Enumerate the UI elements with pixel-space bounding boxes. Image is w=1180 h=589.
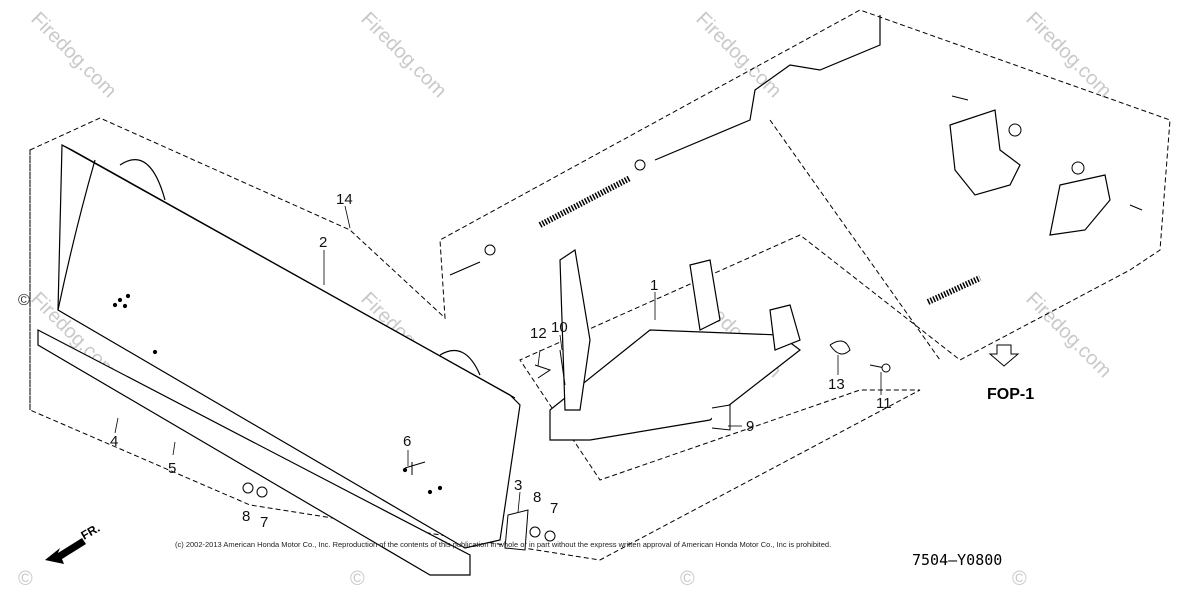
watermark-4: Firedog.com — [1021, 8, 1115, 102]
spring-right — [926, 275, 982, 305]
diagram-code: 7504—Y0800 — [912, 551, 1002, 569]
watermark-3: Firedog.com — [691, 8, 785, 102]
callout-10: 10 — [551, 319, 568, 336]
bracket-lower — [1049, 174, 1111, 236]
assembly-boundary — [29, 9, 1171, 561]
watermark-symbol-3: © — [350, 568, 365, 589]
a-frame — [549, 248, 801, 441]
callout-3: 3 — [514, 477, 522, 494]
copyright-notice: (c) 2002-2013 American Honda Motor Co., … — [175, 540, 831, 549]
cutting-edge — [37, 329, 471, 576]
down-arrow-icon — [988, 344, 1020, 367]
watermark-symbol-4: © — [680, 568, 695, 589]
plow-blade — [57, 143, 521, 549]
callout-13: 13 — [828, 376, 845, 393]
callout-9: 9 — [746, 418, 754, 435]
leader-lines — [114, 205, 882, 513]
front-arrow-icon — [45, 538, 86, 564]
fop-label: FOP-1 — [987, 386, 1034, 403]
callout-12: 12 — [530, 325, 547, 342]
fop-reference: FOP-1 — [987, 344, 1034, 403]
callout-11: 11 — [876, 395, 892, 412]
spring-upper — [538, 175, 632, 228]
watermark-1: Firedog.com — [26, 8, 120, 102]
callout-1: 1 — [650, 277, 658, 294]
callout-2: 2 — [319, 234, 327, 251]
lift-rod — [449, 15, 881, 276]
watermark-symbol-5: © — [1012, 568, 1027, 589]
callout-14: 14 — [336, 191, 353, 208]
callout-4: 4 — [110, 433, 118, 450]
watermark-2: Firedog.com — [356, 8, 450, 102]
callout-8a: 8 — [242, 508, 250, 525]
callout-5: 5 — [168, 460, 176, 477]
callout-7b: 7 — [550, 500, 558, 517]
front-indicator: FR. — [45, 521, 102, 564]
watermark-symbol-1: © — [18, 292, 30, 309]
callouts: 1 2 3 4 5 6 7 7 8 8 9 10 11 12 13 14 — [110, 191, 892, 531]
callout-8b: 8 — [533, 489, 541, 506]
hardware — [242, 95, 1143, 551]
bracket-upper — [949, 109, 1021, 196]
callout-7a: 7 — [260, 514, 268, 531]
watermark-symbol-2: © — [18, 568, 33, 589]
callout-6: 6 — [403, 433, 411, 450]
